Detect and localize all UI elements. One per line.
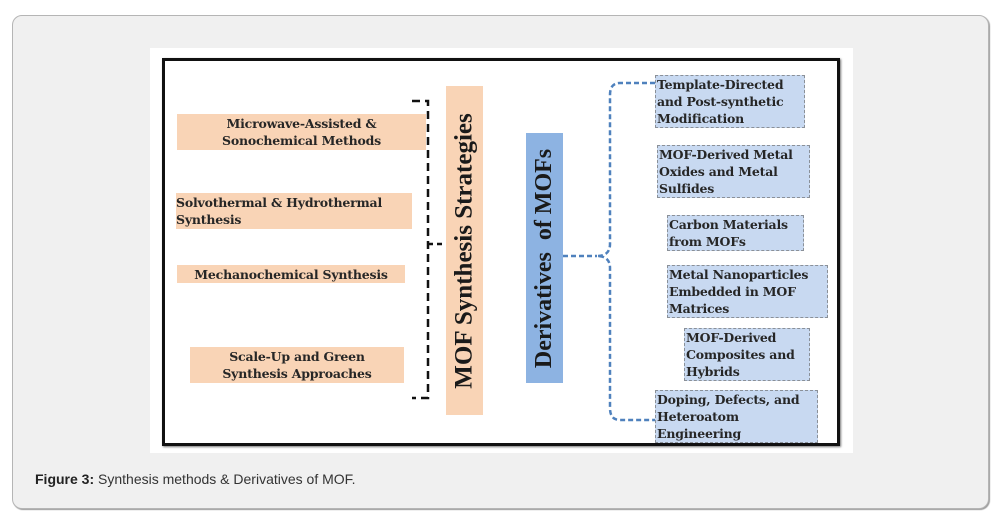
caption-label: Figure 3: — [35, 471, 95, 487]
derivative-item: Metal Nanoparticles Embedded in MOF Matr… — [667, 265, 828, 318]
derivatives-title-box: Derivatives of MOFs — [526, 133, 563, 383]
synthesis-bracket — [412, 99, 444, 400]
derivative-item: Doping, Defects, and Heteroatom Engineer… — [655, 390, 818, 443]
derivative-item-label: Carbon Materials from MOFs — [669, 217, 788, 249]
synthesis-item-label: Microwave-Assisted & Sonochemical Method… — [222, 116, 381, 148]
diagram-frame — [162, 58, 840, 446]
derivative-item: Carbon Materials from MOFs — [667, 215, 804, 251]
synthesis-item-label: Scale-Up and Green Synthesis Approaches — [222, 349, 372, 381]
synthesis-title-box: MOF Synthesis Strategies — [446, 86, 483, 415]
derivative-item: MOF-Derived Metal Oxides and Metal Sulfi… — [657, 145, 810, 198]
synthesis-item: Scale-Up and Green Synthesis Approaches — [190, 347, 404, 383]
derivative-item-label: MOF-Derived Composites and Hybrids — [686, 330, 795, 379]
synthesis-item: Solvothermal & Hydrothermal Synthesis — [176, 193, 412, 229]
derivative-item: MOF-Derived Composites and Hybrids — [684, 328, 810, 381]
synthesis-item-label: Mechanochemical Synthesis — [194, 266, 388, 282]
derivatives-brace — [563, 81, 655, 422]
derivative-item-label: Template-Directed and Post-synthetic Mod… — [657, 77, 784, 126]
derivative-item: Template-Directed and Post-synthetic Mod… — [655, 75, 805, 128]
synthesis-item: Microwave-Assisted & Sonochemical Method… — [177, 114, 426, 150]
derivative-item-label: Doping, Defects, and Heteroatom Engineer… — [657, 392, 800, 441]
figure-caption: Figure 3: Synthesis methods & Derivative… — [35, 471, 356, 487]
caption-text: Synthesis methods & Derivatives of MOF. — [94, 471, 356, 487]
derivative-item-label: Metal Nanoparticles Embedded in MOF Matr… — [669, 267, 809, 316]
synthesis-item-label: Solvothermal & Hydrothermal Synthesis — [176, 195, 382, 227]
derivative-item-label: MOF-Derived Metal Oxides and Metal Sulfi… — [659, 147, 793, 196]
synthesis-item: Mechanochemical Synthesis — [177, 265, 405, 283]
